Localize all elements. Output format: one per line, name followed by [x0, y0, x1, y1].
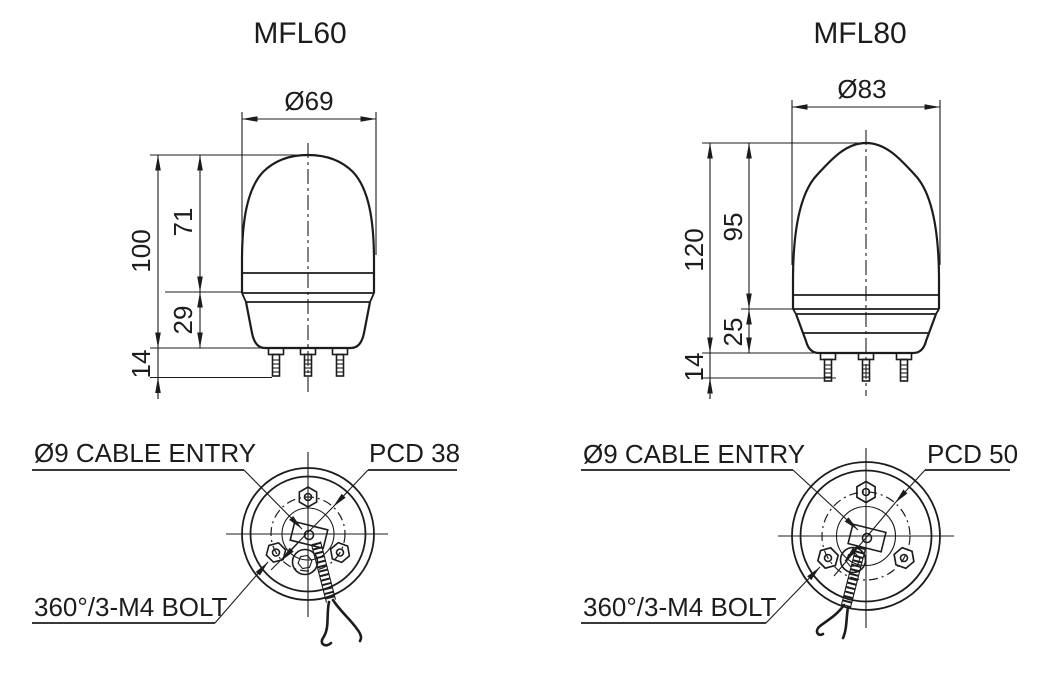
overall-height-dim-text: 120 [679, 228, 709, 271]
pcd-label: PCD 38 [369, 438, 460, 468]
gland-hex [296, 552, 314, 572]
wire-end-left [320, 600, 333, 647]
cable-entry-label: Ø9 CABLE ENTRY [583, 439, 805, 469]
mfl80-front-view: Ø83 120 95 25 14 [679, 74, 941, 399]
bolt-hex-lower-left [264, 539, 288, 566]
pcd-circle [821, 491, 911, 581]
mfl60-annotations: Ø9 CABLE ENTRY PCD 38 360°/3-M4 BOLT [32, 438, 460, 624]
mfl60-bottom-view: Ø9 CABLE ENTRY PCD 38 360°/3-M4 BOLT [32, 438, 460, 647]
bolt-length-dim-text: 14 [679, 353, 709, 382]
figure-mfl60: MFL60 Ø69 [32, 17, 460, 647]
diameter-dim-text: Ø69 [284, 86, 333, 116]
cable-bundle [815, 545, 867, 640]
base-step-right [935, 308, 940, 315]
bolt-hex-top [298, 486, 318, 508]
pcd-leader [332, 469, 369, 508]
wire-end-right [331, 598, 363, 643]
pcd-leader-arrow2 [844, 545, 859, 562]
base-step-left [241, 292, 247, 303]
bolt-hex-lower-right [328, 540, 352, 565]
bolt-spec-label: 360°/3-M4 BOLT [34, 592, 228, 622]
lens-height-dim-text: 71 [168, 208, 198, 237]
body-height-dim-text: 25 [718, 318, 748, 347]
mfl80-dimensions: Ø83 120 95 25 14 [679, 74, 941, 399]
bolt-hex-lower-left [815, 544, 841, 572]
mfl80-annotations: Ø9 CABLE ENTRY PCD 50 360°/3-M4 BOLT [581, 439, 1018, 624]
pcd-label: PCD 50 [927, 439, 1018, 469]
inner-flange-circle [799, 469, 933, 603]
bolt-hex-lower-right [892, 545, 916, 571]
outer-flange-circle [791, 461, 941, 611]
lens-height-dim-text: 95 [718, 213, 748, 242]
cable-entry-leader [243, 469, 303, 530]
wire-end-left [815, 603, 846, 637]
pcd-circle [270, 496, 346, 572]
base-step-left [792, 308, 797, 315]
mfl80-bottom-view: Ø9 CABLE ENTRY PCD 50 360°/3-M4 BOLT [581, 439, 1018, 640]
mfl60-front-view: Ø69 100 71 29 14 [126, 86, 377, 399]
terminal-block [289, 520, 329, 576]
inner-flange-circle [249, 475, 367, 593]
body-height-dim-text: 29 [168, 306, 198, 335]
overall-height-dim-text: 100 [126, 229, 156, 272]
base-step-right [369, 292, 375, 303]
cable-entry-leader [792, 469, 859, 531]
bolt-length-dim-text: 14 [126, 350, 156, 379]
figure-title: MFL60 [253, 17, 346, 50]
cable-bundle [310, 541, 363, 647]
hub-circle [835, 505, 897, 567]
hub-circle [281, 507, 335, 561]
mfl60-dimensions: Ø69 100 71 29 14 [126, 86, 377, 399]
figure-mfl80: MFL80 Ø83 [581, 17, 1018, 640]
bolt-spec-label: 360°/3-M4 BOLT [583, 592, 777, 622]
pcd-leader-arrow2 [280, 542, 299, 562]
cable-entry-label: Ø9 CABLE ENTRY [34, 438, 256, 468]
outer-flange-circle [241, 467, 375, 601]
bolt-spec-leader [214, 561, 269, 624]
bolt-spec-leader [765, 566, 821, 624]
bolt-hex-top [856, 480, 876, 504]
pcd-leader-extension [833, 502, 896, 577]
pcd-leader [894, 469, 926, 504]
wire-end-right [841, 605, 850, 640]
figure-title: MFL80 [813, 17, 906, 50]
diameter-dim-text: Ø83 [837, 74, 886, 104]
